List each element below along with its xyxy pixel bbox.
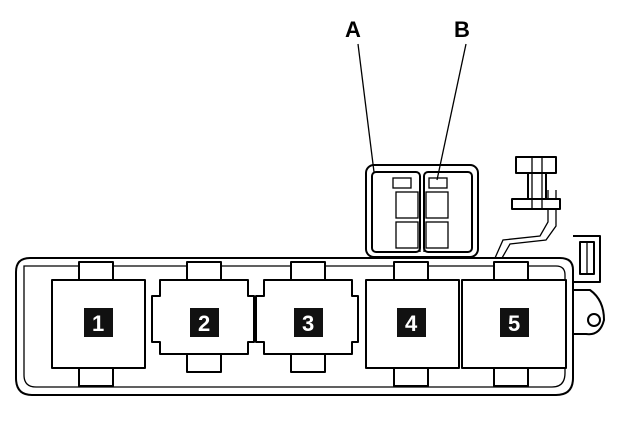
relay-1-number: 1 — [92, 311, 104, 336]
relay-1: 1 — [51, 261, 146, 387]
relay-5-number: 5 — [508, 311, 520, 336]
relay-3-number: 3 — [302, 311, 314, 336]
callout-b-label: B — [454, 17, 470, 42]
relay-5: 5 — [461, 261, 567, 387]
relay-5-badge — [500, 308, 529, 337]
carrier-housing — [15, 190, 605, 396]
relay-4: 4 — [365, 261, 460, 387]
relay-4-number: 4 — [405, 311, 418, 336]
relay-1-badge — [84, 308, 113, 337]
relay-2-badge — [190, 308, 219, 337]
relay-4-badge — [397, 308, 426, 337]
wiring-clip — [511, 156, 561, 210]
mounting-eyelet — [587, 313, 601, 327]
callout-a-leader — [357, 43, 375, 173]
relay-2: 2 — [151, 261, 255, 373]
relay-3: 3 — [255, 261, 359, 373]
relay-3-badge — [294, 308, 323, 337]
callout-a-label: A — [345, 17, 361, 42]
callout-b-leader — [436, 43, 467, 181]
relay-2-number: 2 — [198, 311, 210, 336]
connector-block — [365, 164, 479, 258]
